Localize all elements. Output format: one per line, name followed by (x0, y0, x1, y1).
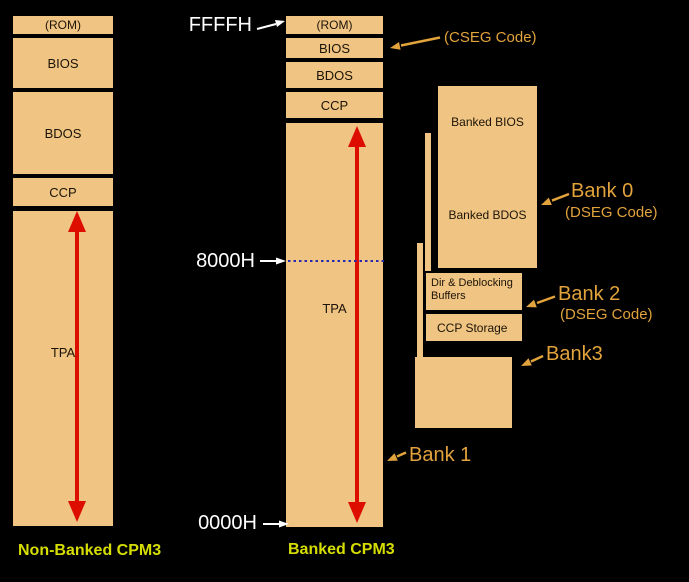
bank1-label: Bank 1 (409, 444, 472, 466)
nonbanked-bios-section: BIOS (13, 38, 113, 88)
orange-arrow-bank1 (387, 451, 407, 461)
banked-bios-section: BIOS (286, 38, 383, 58)
nonbanked-tpa-label: TPA (50, 345, 76, 360)
cseg-code-label: (CSEG Code) (444, 29, 537, 46)
banked-tpa-section: TPA (286, 123, 383, 527)
nonbanked-tpa-section: TPA (13, 211, 113, 526)
bank3-box-edge (417, 243, 423, 357)
nonbanked-bdos-section: BDOS (13, 92, 113, 174)
bank0-banked-bdos-section: Banked BDOS (448, 207, 527, 222)
orange-arrow-bank2 (526, 295, 556, 308)
banked-bdos-section: BDOS (286, 62, 383, 88)
bank0-dseg-code-label: (DSEG Code) (565, 204, 658, 221)
bank3-box (415, 357, 512, 428)
bank2-dir-deblocking-buffers-section: Dir & Deblocking Buffers (424, 271, 524, 312)
bank2-label: Bank 2 (558, 283, 621, 305)
nonbanked-rom-section: (ROM) (13, 16, 113, 34)
bank0-label: Bank 0 (571, 180, 634, 202)
white-arrow-ffffh (256, 20, 285, 30)
bank2-dseg-code-label: (DSEG Code) (560, 306, 653, 323)
address-label-0000h: 0000H (198, 512, 257, 534)
nonbanked-ccp-section: CCP (13, 178, 113, 206)
address-label-8000h: 8000H (196, 250, 255, 272)
banked-rom-section: (ROM) (286, 16, 383, 34)
banked-caption: Banked CPM3 (288, 541, 395, 558)
banked-ccp-section: CCP (286, 92, 383, 118)
orange-arrow-bank3 (521, 354, 544, 366)
banked-tpa-label: TPA (322, 301, 347, 316)
bank2-box-edge (425, 133, 431, 273)
address-label-ffffh: FFFFH (188, 14, 252, 36)
white-arrow-8000h (260, 257, 286, 265)
nonbanked-caption: Non-Banked CPM3 (18, 542, 162, 559)
orange-arrow-cseg (390, 36, 441, 50)
bank2-ccp-storage-section: CCP Storage (424, 312, 524, 343)
bank0-banked-bios-section: Banked BIOS (451, 114, 524, 129)
bank3-label: Bank3 (546, 343, 603, 365)
bank0-box: Banked BIOS Banked BDOS (431, 86, 537, 275)
